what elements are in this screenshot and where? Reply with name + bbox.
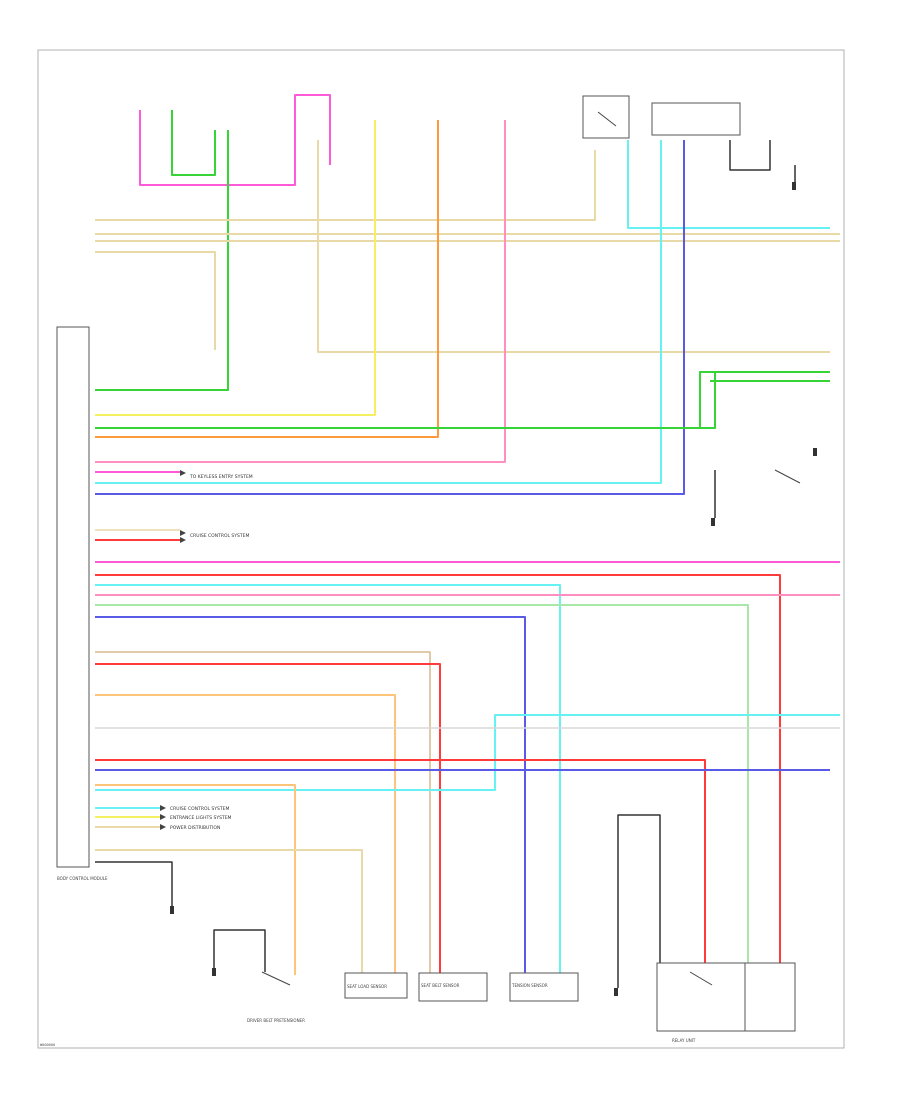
reel-sensor-module xyxy=(418,972,488,1002)
seat-sensor-module xyxy=(344,972,408,999)
wire-tan-long xyxy=(317,140,830,353)
wire-black-pret xyxy=(213,929,266,972)
ground-symbol xyxy=(792,182,796,190)
ground-symbol xyxy=(813,448,817,456)
wire-red-long xyxy=(95,574,781,965)
wire-yellow xyxy=(95,120,376,416)
wire-ltgreen-long xyxy=(95,604,749,965)
wire-black-right xyxy=(729,140,771,171)
wire-orange-seat xyxy=(95,694,396,975)
components xyxy=(56,95,817,1032)
wire-blue-main xyxy=(95,140,685,495)
note-cruise-1: CRUISE CONTROL SYSTEM xyxy=(190,533,249,539)
wire-red-sensor xyxy=(95,663,441,975)
note-cruise-2: CRUISE CONTROL SYSTEM xyxy=(170,806,229,812)
wires xyxy=(95,94,840,988)
label-bcm: BODY CONTROL MODULE xyxy=(57,876,108,881)
wire-ltblue-2 xyxy=(95,714,840,791)
wire-green-stub xyxy=(700,372,716,429)
top-switch-module xyxy=(582,95,630,139)
footer-code: W000000 xyxy=(40,1043,55,1047)
wire-black-relay xyxy=(617,814,661,988)
diagram-frame xyxy=(37,49,845,1049)
wire-orange xyxy=(95,120,439,438)
note-power: POWER DISTRIBUTION xyxy=(170,825,220,831)
ground-symbol xyxy=(212,968,216,976)
ground-symbol xyxy=(711,518,715,526)
ground-symbol xyxy=(614,988,618,996)
wire-pink xyxy=(95,120,506,463)
label-relay: RELAY UNIT xyxy=(672,1038,696,1043)
wire-green-main xyxy=(95,130,229,391)
note-entrance: ENTRANCE LIGHTS SYSTEM xyxy=(170,815,232,821)
wire-orange-pret xyxy=(95,784,296,975)
wire-green-long xyxy=(95,371,830,429)
wire-ltblue-top xyxy=(627,140,830,229)
top-control-module xyxy=(651,102,741,136)
label-pretensioner: DRIVER BELT PRETENSIONER xyxy=(247,1018,305,1023)
wire-ltblue-long xyxy=(95,584,561,975)
note-keyless: TO KEYLESS ENTRY SYSTEM xyxy=(189,474,253,480)
wire-red-relay xyxy=(95,759,706,965)
labels: TO KEYLESS ENTRY SYSTEM CRUISE CONTROL S… xyxy=(40,474,696,1047)
main-connector-block xyxy=(56,326,90,868)
label-reel-sensor: SEAT BELT SENSOR xyxy=(421,983,460,988)
wire-blue-long xyxy=(95,616,526,975)
wire-ltblue-main xyxy=(95,140,662,484)
wire-tan-left xyxy=(95,251,216,350)
label-lh-sensor: TENSION SENSOR xyxy=(511,983,548,988)
ground-symbol xyxy=(170,906,174,914)
relay-module xyxy=(656,962,796,1032)
wire-tan-top-1 xyxy=(95,150,596,221)
label-seat-sensor: SEAT LOAD SENSOR xyxy=(347,984,387,989)
wire-magenta-top xyxy=(139,94,331,186)
wire-green-top xyxy=(171,110,216,176)
wire-brown-long xyxy=(95,651,431,975)
wire-black-ground xyxy=(95,861,173,906)
lh-sensor-module xyxy=(509,972,579,1002)
wire-tan-seat xyxy=(95,849,363,975)
